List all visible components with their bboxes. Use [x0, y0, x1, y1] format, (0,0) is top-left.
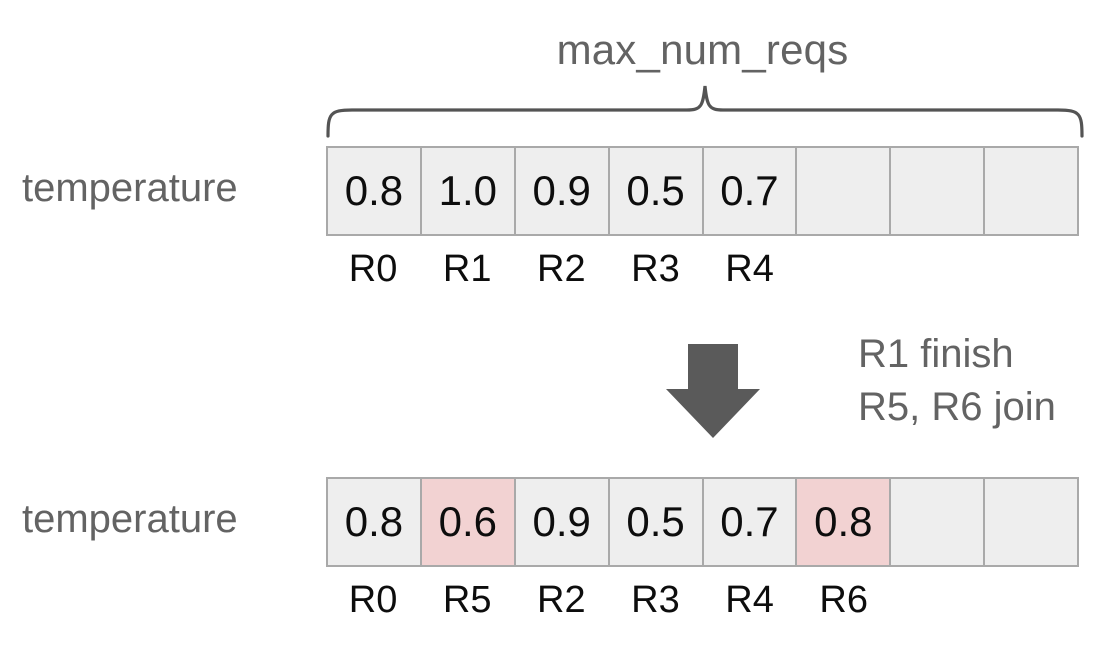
request-tick-row-before: R0 R1 R2 R3 R4 [326, 248, 1079, 298]
slot-row-after: 0.8 0.6 0.9 0.5 0.7 0.8 [326, 477, 1079, 567]
request-tick [985, 579, 1079, 629]
request-tick [797, 248, 891, 298]
slot-cell[interactable]: 0.7 [703, 479, 798, 565]
slot-cell[interactable]: 1.0 [421, 148, 516, 234]
request-tick: R6 [819, 579, 868, 621]
slot-cell[interactable]: 0.5 [609, 148, 704, 234]
slot-cell[interactable]: 0.9 [515, 479, 610, 565]
max-num-reqs-label: max_num_reqs [556, 26, 849, 73]
slot-cell[interactable]: 0.5 [609, 479, 704, 565]
slot-cell[interactable]: 0.8 [328, 479, 422, 565]
request-tick [891, 248, 985, 298]
request-tick: R0 [348, 579, 398, 621]
request-tick: R5 [442, 579, 492, 621]
slot-cell-empty[interactable] [891, 148, 986, 234]
slot-cell-highlighted[interactable]: 0.6 [421, 479, 516, 565]
request-tick-row-after: R0 R5 R2 R3 R4 R6 [326, 579, 1079, 629]
transition-note-line-2: R5, R6 join [858, 385, 1056, 430]
request-tick: R1 [442, 248, 492, 290]
request-tick: R2 [537, 248, 586, 290]
slot-cell-empty[interactable] [985, 148, 1077, 234]
slot-cell-empty[interactable] [891, 479, 986, 565]
transition-note-line-1: R1 finish [858, 332, 1014, 376]
request-tick: R4 [725, 248, 774, 290]
slot-cell-empty[interactable] [985, 479, 1077, 565]
row-label-temperature-before: temperature [22, 166, 238, 210]
request-tick: R2 [537, 579, 586, 621]
request-tick: R4 [725, 579, 774, 621]
slot-cell-highlighted[interactable]: 0.8 [797, 479, 892, 565]
request-tick [891, 579, 985, 629]
request-tick: R0 [348, 248, 398, 290]
curly-brace-icon [326, 85, 1084, 138]
request-tick: R3 [631, 579, 680, 621]
slot-row-before: 0.8 1.0 0.9 0.5 0.7 [326, 146, 1079, 236]
row-label-temperature-after: temperature [22, 497, 238, 541]
request-tick: R3 [631, 248, 680, 290]
slot-cell[interactable]: 0.9 [515, 148, 610, 234]
slot-cell[interactable]: 0.8 [328, 148, 422, 234]
transition-note: R1 finish R5, R6 join [858, 328, 1056, 434]
slot-cell-empty[interactable] [797, 148, 892, 234]
down-arrow-icon [666, 344, 760, 438]
request-tick [985, 248, 1079, 298]
slot-cell[interactable]: 0.7 [703, 148, 798, 234]
